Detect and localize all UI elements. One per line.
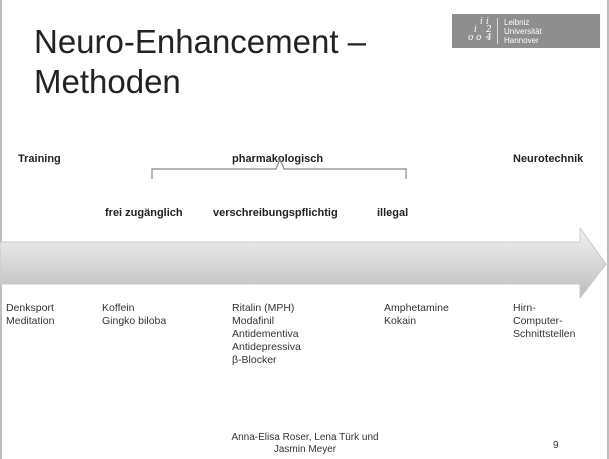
timeline-arrow [0,228,607,298]
page-number: 9 [553,440,559,451]
university-logo: i i i 2 4 o o Leibniz Universität Hannov… [452,14,600,48]
list-item: β-Blocker [232,354,277,366]
logo-mark-glyph: i [486,17,489,27]
examples-neurotechnik: Hirn- Computer- Schnittstellen [513,302,575,341]
logo-text-line: Hannover [504,36,539,45]
footer-authors-line1: Anna-Elisa Roser, Lena Türk und [231,432,379,443]
list-item: Antidementiva [232,328,299,340]
logo-mark-glyph: 4 [486,33,492,43]
logo-mark-glyph: 2 [486,25,492,35]
logo-text: Leibniz Universität Hannover [504,18,542,45]
logo-mark-glyph: i [474,25,477,35]
logo-mark-glyph: o [476,33,482,43]
logo-text-line: Universität [504,27,542,36]
list-item: Ritalin (MPH) [232,302,295,314]
examples-frei-zugaenglich: Koffein Gingko biloba [102,302,166,328]
list-item: Koffein [102,302,135,314]
logo-separator [497,18,498,44]
list-item: Denksport [6,302,54,314]
list-item: Modafinil [232,315,275,327]
subcategory-verschreibungspflichtig: verschreibungspflichtig [213,207,338,219]
list-item: Hirn- [513,302,536,314]
list-item: Computer- [513,315,563,327]
slide-title-line2: Methoden [34,63,181,100]
list-item: Meditation [6,315,55,327]
slide-border-left [0,0,2,459]
pharma-bracket [151,157,407,179]
logo-mark-icon: i i i 2 4 o o [458,18,494,44]
footer-authors: Anna-Elisa Roser, Lena Türk und Jasmin M… [210,432,400,456]
list-item: Kokain [384,315,417,327]
examples-training: Denksport Meditation [6,302,54,328]
subcategory-frei-zugaenglich: frei zugänglich [105,207,183,219]
list-item: Amphetamine [384,302,449,314]
slide-border-right [607,0,609,459]
subcategory-illegal: illegal [377,207,409,219]
category-pharmakologisch: pharmakologisch [232,153,324,165]
list-item: Antidepressiva [232,341,301,353]
category-neurotechnik: Neurotechnik [513,153,584,165]
examples-verschreibungspflichtig: Ritalin (MPH) Modafinil Antidementiva An… [232,302,301,367]
logo-text-line: Leibniz [504,18,530,27]
category-training: Training [18,153,61,165]
slide-title: Neuro-Enhancement – Methoden [34,22,366,102]
list-item: Schnittstellen [513,328,576,340]
logo-mark-glyph: i [480,17,483,27]
footer-authors-line2: Jasmin Meyer [273,444,337,455]
examples-illegal: Amphetamine Kokain [384,302,449,328]
logo-mark-glyph: o [468,33,474,43]
slide-title-line1: Neuro-Enhancement – [34,23,367,60]
list-item: Gingko biloba [102,315,167,327]
